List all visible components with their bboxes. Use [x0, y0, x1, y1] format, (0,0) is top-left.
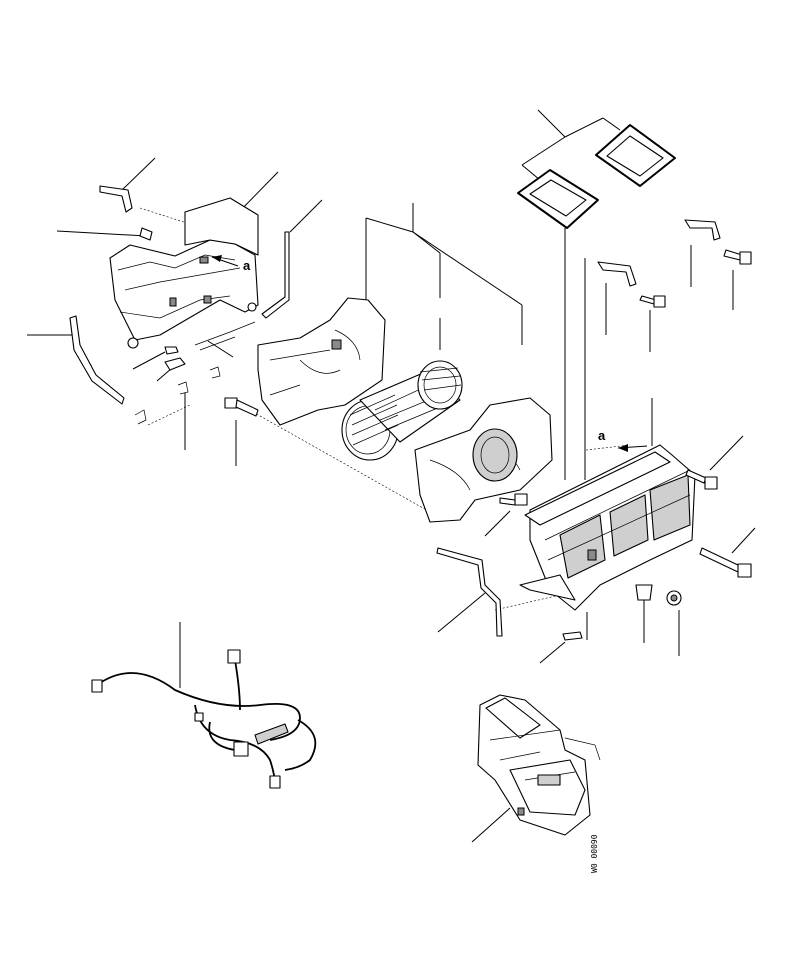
screw-right-1: [685, 469, 718, 490]
flap-strip: [69, 315, 125, 405]
clip-spring: [164, 357, 186, 371]
blower-housing-right: [414, 397, 553, 523]
clip-right: [635, 584, 653, 601]
rod-end: [247, 302, 257, 312]
screw-left: [224, 397, 259, 417]
bolt-right-long: [699, 547, 752, 578]
clip: [139, 227, 153, 241]
bracket-right-upper: [684, 219, 721, 241]
bent-link: [436, 547, 503, 637]
reference-letter-a-left: a: [243, 258, 251, 273]
screw-upper-right: [723, 249, 752, 265]
main-unit-frame: a: [519, 428, 696, 611]
screw-center: [499, 493, 528, 506]
blower-motor: [341, 360, 463, 461]
lower-duct-box: [477, 694, 601, 836]
wiring-harness: [91, 649, 317, 789]
upper-housing: a: [109, 197, 259, 349]
air-filters: [517, 124, 676, 229]
grommet-right: [666, 590, 682, 606]
reference-letter-a-right: a: [598, 428, 606, 443]
small-pad: [562, 631, 583, 641]
blower-housing-left: [257, 297, 386, 426]
figure-code: W0 00090: [590, 834, 599, 873]
bracket-right-mid: [597, 261, 637, 287]
mounting-bracket: [99, 185, 133, 213]
link-rod: [261, 231, 290, 319]
clip-small: [164, 346, 179, 355]
leader-lines: [27, 109, 756, 843]
screw-mid-right: [639, 295, 666, 308]
